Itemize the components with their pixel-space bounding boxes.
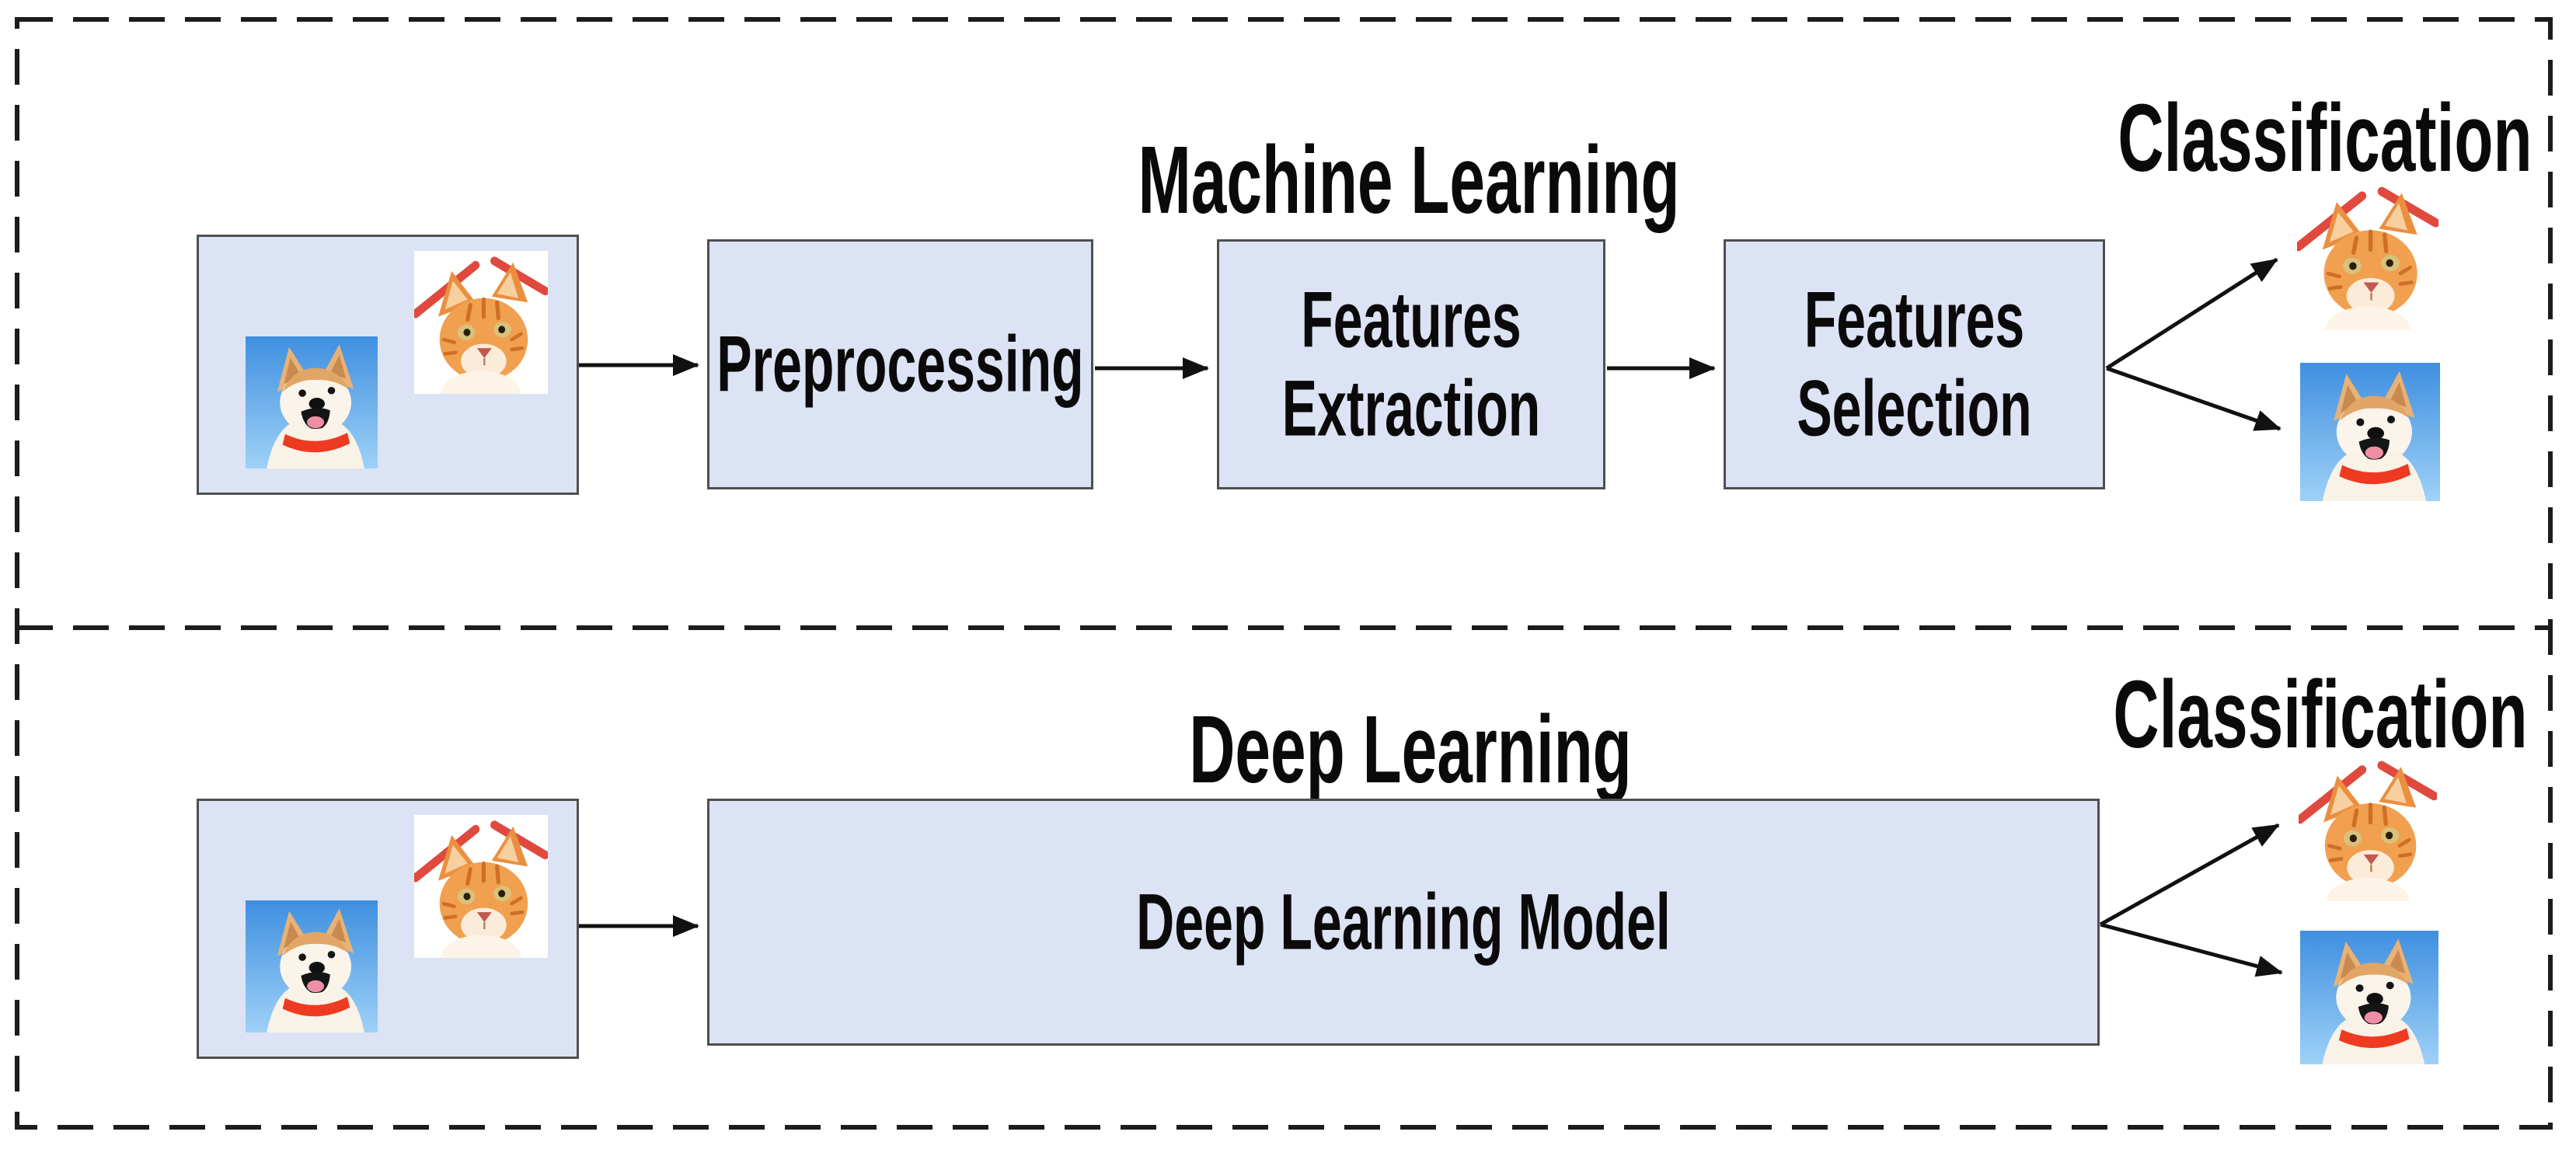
ml-output-cat-image <box>2297 181 2438 330</box>
deep-learning-model-box: Deep Learning Model <box>707 799 2100 1046</box>
arrow-selection-to-cat <box>2105 257 2278 371</box>
dl-section-title: Deep Learning <box>1189 697 1632 803</box>
dl-classification-title: Classification <box>2113 662 2528 768</box>
dl-flow-arrows <box>578 823 2283 977</box>
arrow-dl-model-to-dog <box>2100 922 2283 977</box>
features-extraction-box: Features Extraction <box>1217 239 1605 489</box>
features-selection-label: Features Selection <box>1797 275 2032 453</box>
dl-input-images-box <box>197 799 579 1059</box>
arrow-selection-to-dog <box>2106 366 2281 431</box>
cat-image <box>414 251 548 394</box>
dl-output-cat-image <box>2299 755 2437 901</box>
ml-output-dog-image <box>2300 363 2440 501</box>
deep-learning-model-label: Deep Learning Model <box>1136 877 1671 966</box>
dog-image <box>246 336 378 468</box>
dog-image <box>246 900 378 1032</box>
arrow-dl-model-to-cat <box>2099 823 2280 927</box>
preprocessing-label: Preprocessing <box>716 319 1084 409</box>
features-extraction-label: Features Extraction <box>1281 275 1541 453</box>
ml-input-images-box <box>197 235 579 495</box>
dl-output-dog-image <box>2300 931 2438 1064</box>
ml-flow-arrows <box>578 257 2281 431</box>
cat-image <box>414 815 548 958</box>
ml-classification-title: Classification <box>2118 85 2532 192</box>
outer-dashed-frame <box>15 17 2553 1130</box>
ml-section-title: Machine Learning <box>1138 127 1680 234</box>
features-selection-box: Features Selection <box>1724 239 2105 489</box>
preprocessing-box: Preprocessing <box>707 239 1093 489</box>
